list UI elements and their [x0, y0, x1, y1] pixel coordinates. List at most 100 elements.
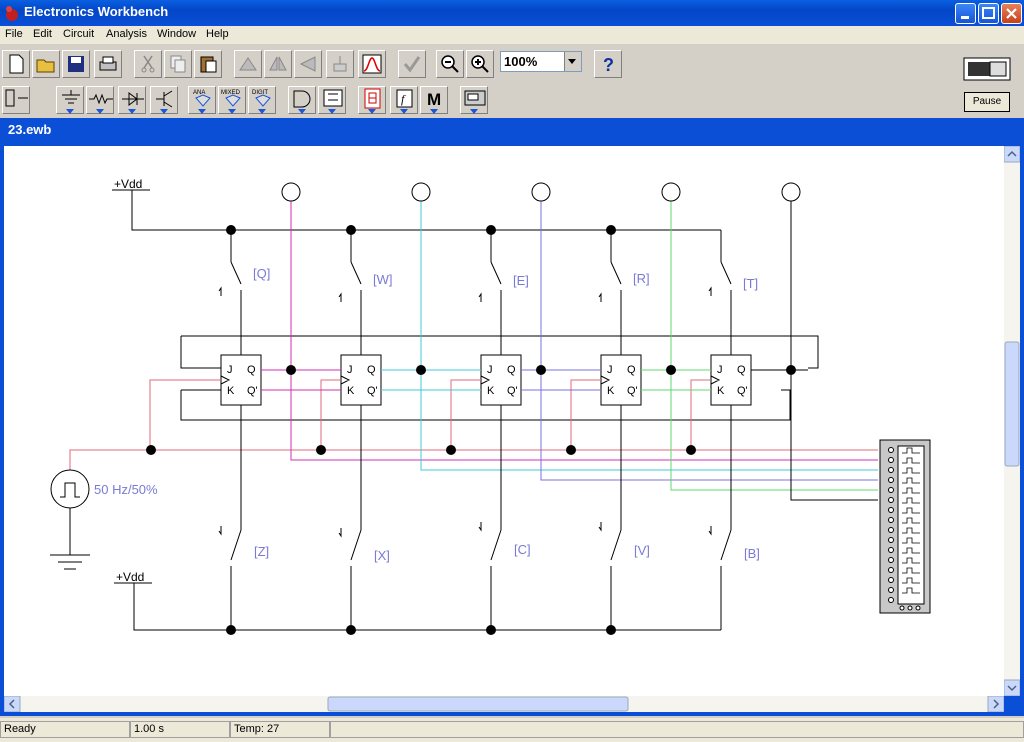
svg-text:Q: Q: [247, 364, 256, 376]
logic-analyzer[interactable]: [879, 439, 931, 614]
zoom-in-button[interactable]: [466, 50, 494, 78]
svg-text:Q': Q': [367, 385, 378, 397]
rotate-icon: [239, 57, 257, 71]
switch-key-c: [C]: [514, 542, 531, 557]
chevron-down-icon[interactable]: [564, 52, 581, 71]
zoom-value: 100%: [504, 54, 538, 69]
menu-edit[interactable]: Edit: [33, 28, 52, 40]
svg-text:J: J: [347, 364, 353, 376]
resistor-icon: [89, 93, 113, 105]
svg-text:Q: Q: [737, 364, 746, 376]
svg-text:J: J: [607, 364, 613, 376]
sources-bin-button[interactable]: [56, 86, 84, 114]
copy-icon: [170, 55, 186, 73]
miscellaneous-bin-button[interactable]: M: [420, 86, 448, 114]
diode-icon: [122, 92, 144, 106]
paste-button[interactable]: [194, 50, 222, 78]
help-button[interactable]: ?: [594, 50, 622, 78]
indicators-bin-button[interactable]: [358, 86, 386, 114]
svg-text:Q': Q': [737, 385, 748, 397]
switch-key-r: [R]: [633, 271, 650, 286]
switch-key-v: [V]: [634, 543, 650, 558]
mixed-ics-bin-button[interactable]: MIXED: [218, 86, 246, 114]
component-properties-icon: [333, 56, 347, 72]
open-folder-icon: [36, 59, 55, 73]
svg-text:J: J: [487, 364, 493, 376]
svg-text:J: J: [717, 364, 723, 376]
svg-text:MIXED: MIXED: [221, 90, 241, 96]
svg-text:K: K: [607, 385, 615, 397]
mixed-ic-icon: MIXED: [221, 90, 241, 107]
svg-text:Q: Q: [367, 364, 376, 376]
transistor-icon: [156, 90, 173, 108]
favorites-bin-button[interactable]: [2, 86, 30, 114]
status-time: 1.00 s: [130, 721, 230, 738]
power-switch[interactable]: [963, 57, 1011, 81]
svg-text:J: J: [227, 364, 233, 376]
new-file-button[interactable]: [2, 50, 30, 78]
maximize-button[interactable]: [978, 3, 999, 24]
minimize-button[interactable]: [955, 3, 976, 24]
zoom-in-icon: [471, 55, 489, 73]
vdd-label-bottom: +Vdd: [116, 570, 144, 584]
switch-key-e: [E]: [513, 273, 529, 288]
rotate-button[interactable]: [234, 50, 262, 78]
top-switches: [230, 230, 732, 355]
zoom-select[interactable]: 100%: [500, 51, 582, 72]
analog-ics-bin-button[interactable]: ANA: [188, 86, 216, 114]
flip-flop-icon: [323, 89, 343, 107]
ground-source-icon: [62, 90, 80, 104]
menu-help[interactable]: Help: [206, 28, 229, 40]
save-button[interactable]: [62, 50, 90, 78]
menu-window[interactable]: Window: [157, 28, 197, 40]
menu-file[interactable]: File: [5, 28, 23, 40]
favorites-icon: [5, 89, 28, 107]
print-button[interactable]: [94, 50, 122, 78]
menu-analysis[interactable]: Analysis: [106, 28, 147, 40]
switch-key-b: [B]: [744, 546, 760, 561]
scissors-icon: [141, 55, 155, 73]
digital-ic-icon: DIGIT: [252, 90, 271, 107]
controls-bin-button[interactable]: f: [390, 86, 418, 114]
vertical-scrollbar[interactable]: [1003, 145, 1021, 697]
checkmark-icon: [403, 56, 421, 73]
basic-bin-button[interactable]: [86, 86, 114, 114]
flip-vertical-button[interactable]: [294, 50, 322, 78]
svg-text:Q': Q': [627, 385, 638, 397]
digital-ics-bin-button[interactable]: DIGIT: [248, 86, 276, 114]
open-file-button[interactable]: [32, 50, 60, 78]
status-temperature: Temp: 27: [230, 721, 330, 738]
flip-flops: [220, 354, 752, 406]
flip-horizontal-button[interactable]: [264, 50, 292, 78]
close-button[interactable]: [1001, 3, 1022, 24]
clock-source: [50, 469, 90, 570]
probe-lamps: [281, 182, 801, 202]
transistors-bin-button[interactable]: [150, 86, 178, 114]
digital-bin-button[interactable]: [318, 86, 346, 114]
switch-key-t: [T]: [743, 276, 758, 291]
copy-button[interactable]: [164, 50, 192, 78]
svg-text:K: K: [347, 385, 355, 397]
window-title: Electronics Workbench: [24, 4, 169, 19]
clock-wire: [69, 379, 878, 470]
source-label: 50 Hz/50%: [94, 482, 158, 497]
pause-button[interactable]: Pause: [964, 92, 1010, 112]
svg-text:DIGIT: DIGIT: [252, 90, 268, 96]
menu-circuit[interactable]: Circuit: [63, 28, 95, 40]
instruments-bin-button[interactable]: [460, 86, 488, 114]
diodes-bin-button[interactable]: [118, 86, 146, 114]
svg-text:Q: Q: [627, 364, 636, 376]
zoom-out-button[interactable]: [436, 50, 464, 78]
bottom-switches: [218, 405, 732, 630]
graph-button[interactable]: [398, 50, 426, 78]
component-properties-button[interactable]: [326, 50, 354, 78]
logic-gates-bin-button[interactable]: [288, 86, 316, 114]
horizontal-scrollbar[interactable]: [3, 695, 1005, 713]
graph-icon: [362, 54, 382, 74]
svg-text:K: K: [717, 385, 725, 397]
vdd-label-top: +Vdd: [114, 177, 142, 191]
cut-button[interactable]: [134, 50, 162, 78]
create-subcircuit-button[interactable]: [358, 50, 386, 78]
